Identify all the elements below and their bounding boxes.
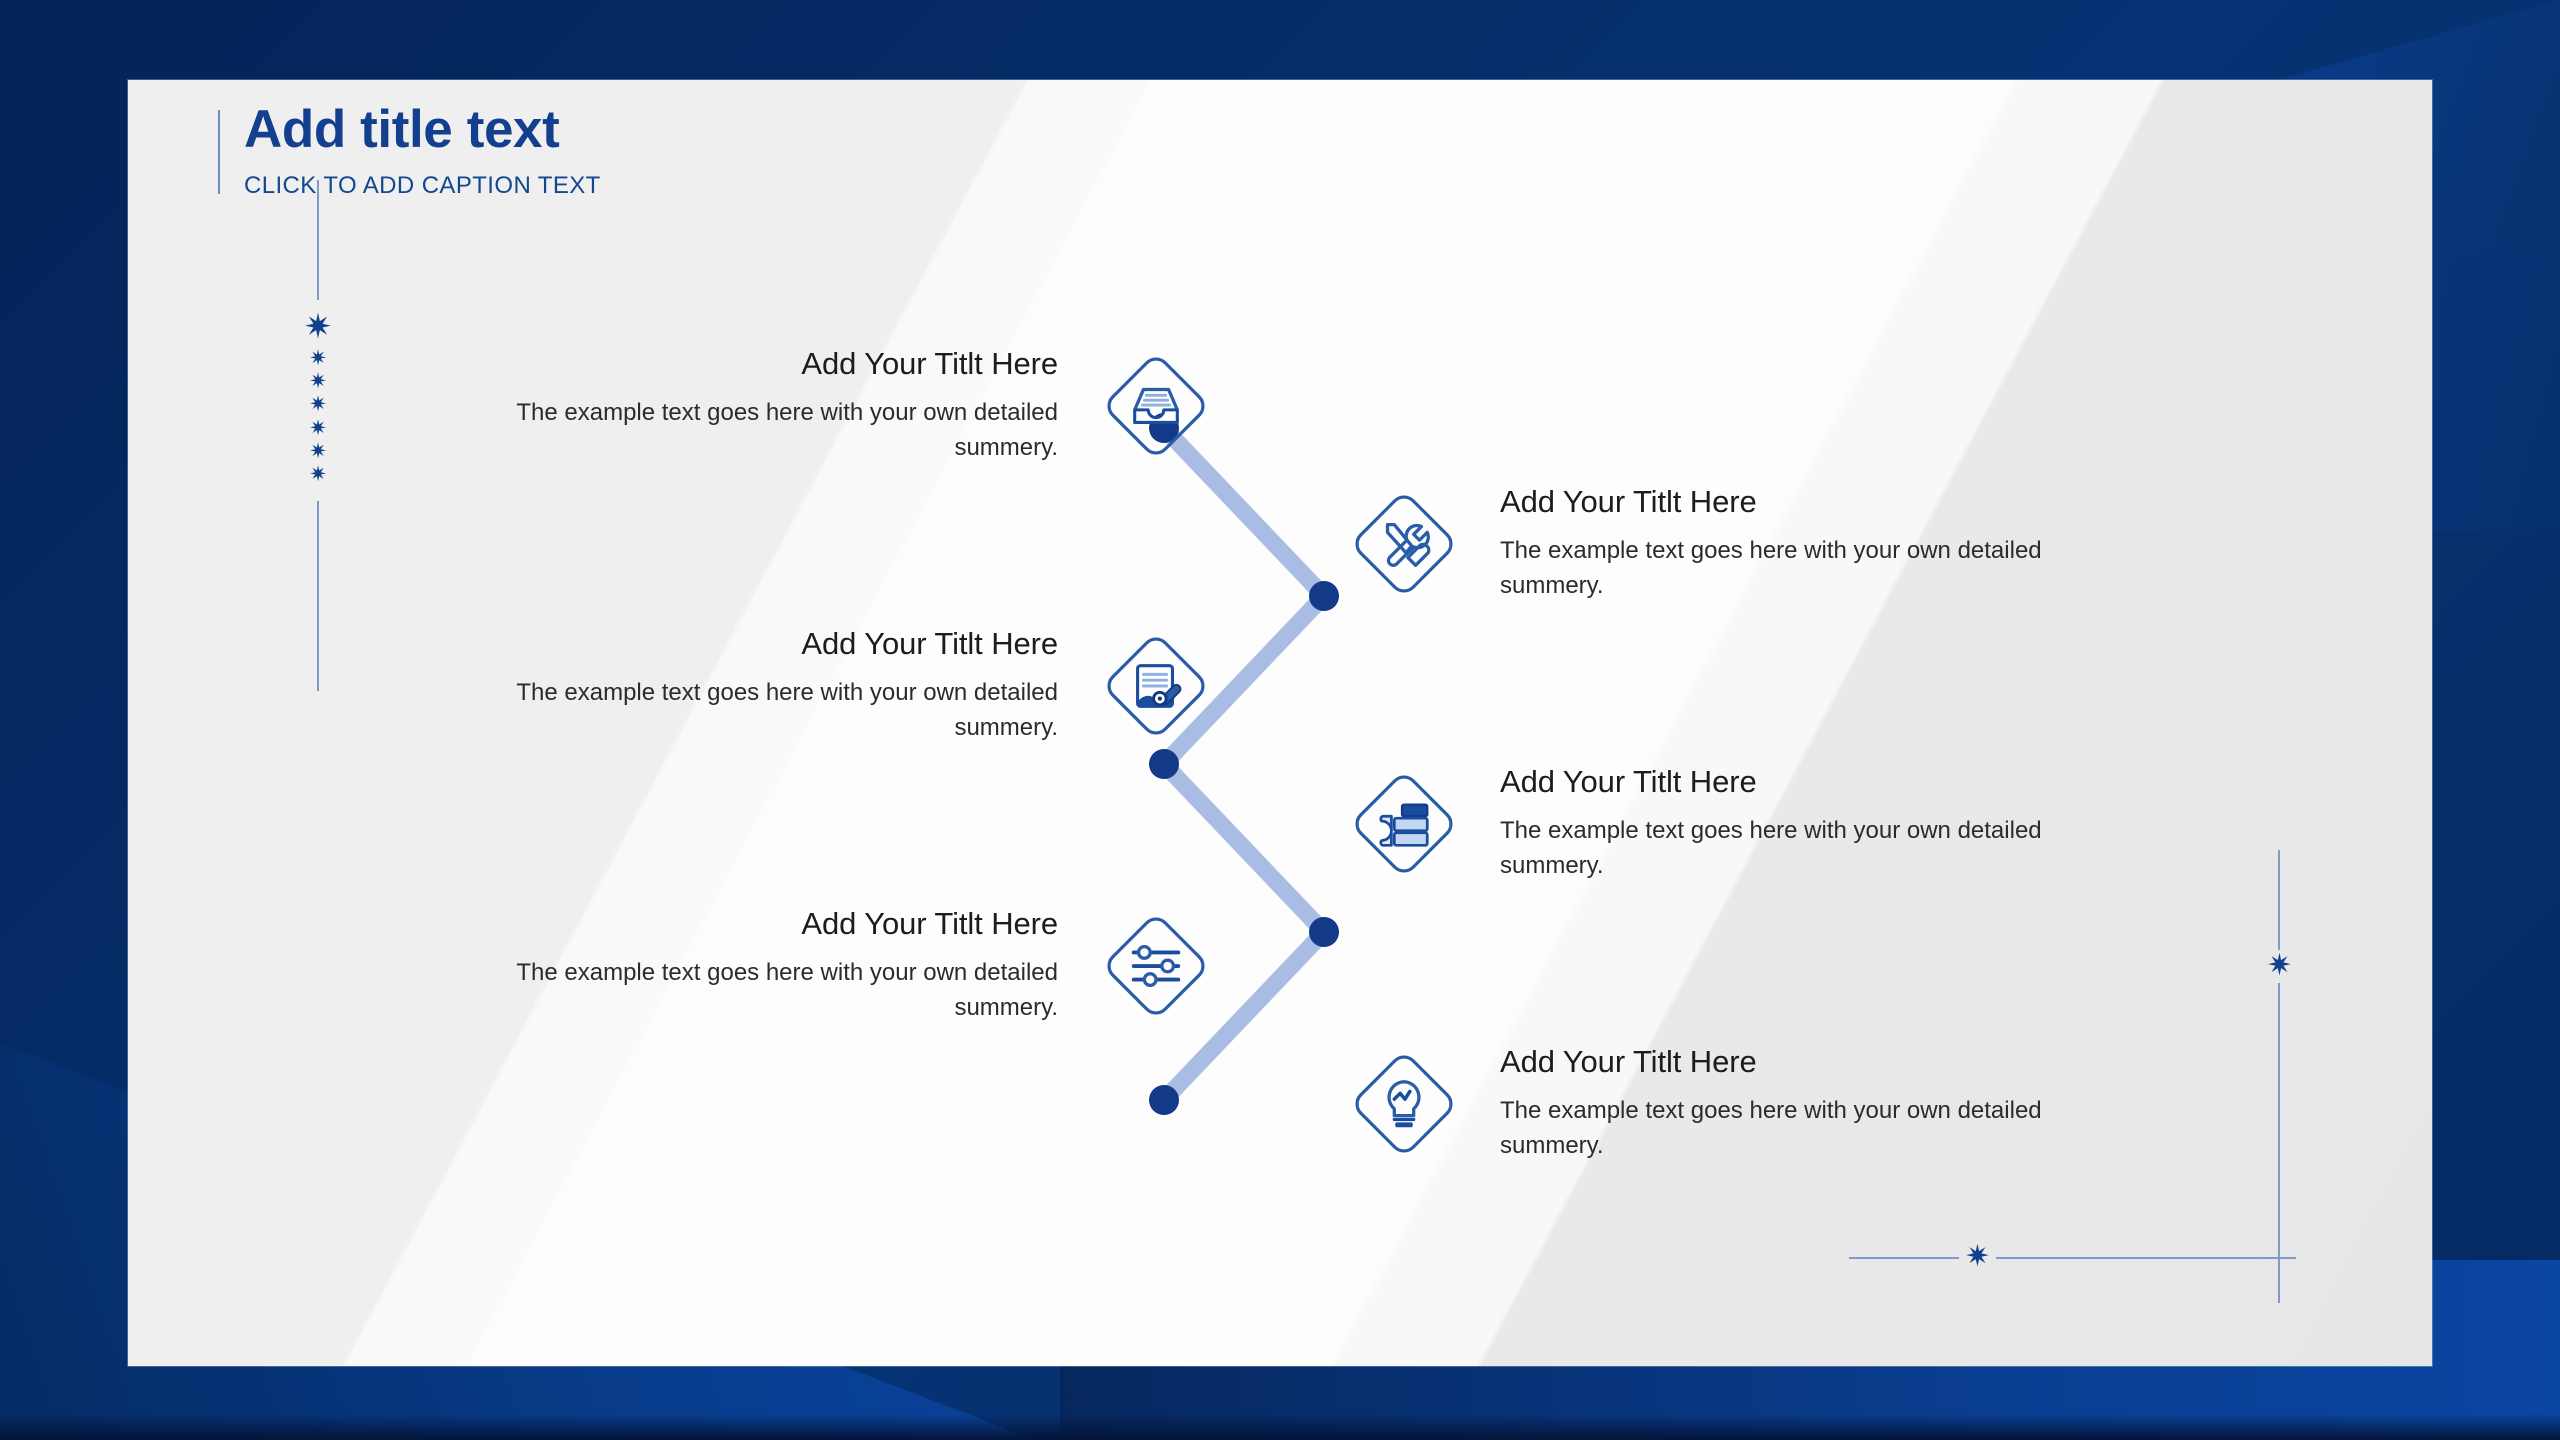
page-title[interactable]: Add title text xyxy=(244,100,560,159)
node-icon-diamond[interactable] xyxy=(1340,480,1468,608)
node-icon-diamond[interactable] xyxy=(1092,622,1220,750)
node-description: The example text goes here with your own… xyxy=(1500,817,2042,879)
background-bottom-edge xyxy=(0,1414,2560,1440)
star-icon: ✷ xyxy=(303,308,333,346)
process-node-6[interactable]: Add Your Titlt Here The example text goe… xyxy=(1340,1040,2100,1168)
bottom-rail-line-right xyxy=(1996,1256,2296,1259)
star-icon: ✷ xyxy=(1964,1240,1990,1274)
diamond-frame xyxy=(1107,637,1205,735)
node-title: Add Your Titlt Here xyxy=(1500,484,1757,520)
process-node-3[interactable]: Add Your Titlt Here The example text goe… xyxy=(458,902,1220,1030)
lightbulb-idea-icon xyxy=(1387,1080,1421,1128)
right-rail-line-top xyxy=(2278,850,2281,950)
star-icon: ✷ xyxy=(2266,949,2292,982)
star-icon: ✷ xyxy=(309,393,327,417)
star-icon: ✷ xyxy=(309,462,327,486)
node-text-block: Add Your Titlt Here The example text goe… xyxy=(1468,1044,2100,1164)
connector-dot xyxy=(1149,1085,1179,1115)
node-icon-diamond[interactable] xyxy=(1340,1040,1468,1168)
node-description: The example text goes here with your own… xyxy=(1500,537,2042,599)
slide-surface: Add title text CLICK TO ADD CAPTION TEXT… xyxy=(128,80,2432,1366)
node-icon-diamond[interactable] xyxy=(1092,902,1220,1030)
connector-dot xyxy=(1309,917,1339,947)
diamond-frame xyxy=(1355,775,1453,873)
process-diagram: Add Your Titlt Here The example text goe… xyxy=(128,80,2432,1366)
node-title: Add Your Titlt Here xyxy=(801,346,1058,382)
star-icon: ✷ xyxy=(309,416,327,440)
settings-sliders-icon xyxy=(1131,944,1181,988)
node-description: The example text goes here with your own… xyxy=(516,679,1058,741)
node-text-block: Add Your Titlt Here The example text goe… xyxy=(458,906,1092,1026)
right-decoration-rail: ✷ xyxy=(2267,850,2292,1303)
node-title: Add Your Titlt Here xyxy=(1500,764,1757,800)
process-node-1[interactable]: Add Your Titlt Here The example text goe… xyxy=(458,342,1220,470)
rail-line-bottom xyxy=(317,501,319,692)
bottom-decoration-rail: ✷ xyxy=(1848,1240,2296,1274)
tools-wrench-screwdriver-icon xyxy=(1385,522,1431,567)
connector-dot xyxy=(1309,581,1339,611)
node-title: Add Your Titlt Here xyxy=(801,906,1058,942)
slide-header: Add title text CLICK TO ADD CAPTION TEXT xyxy=(218,98,601,200)
node-text-block: Add Your Titlt Here The example text goe… xyxy=(458,626,1092,746)
star-icon: ✷ xyxy=(309,439,327,463)
header-text-group: Add title text CLICK TO ADD CAPTION TEXT xyxy=(244,98,601,200)
node-title: Add Your Titlt Here xyxy=(801,626,1058,662)
node-text-block: Add Your Titlt Here The example text goe… xyxy=(458,346,1092,466)
node-text-block: Add Your Titlt Here The example text goe… xyxy=(1468,764,2100,884)
node-text-block: Add Your Titlt Here The example text goe… xyxy=(1468,484,2100,604)
node-description: The example text goes here with your own… xyxy=(1500,1097,2042,1159)
node-icon-diamond[interactable] xyxy=(1092,342,1220,470)
node-description: The example text goes here with your own… xyxy=(516,399,1058,461)
right-rail-line-bottom xyxy=(2278,982,2281,1303)
document-signature-icon xyxy=(1136,664,1182,708)
connector-dot xyxy=(1149,749,1179,779)
star-icon: ✷ xyxy=(309,346,327,370)
process-node-5[interactable]: Add Your Titlt Here The example text goe… xyxy=(1340,760,2100,888)
header-accent-rule xyxy=(218,110,220,195)
books-stack-icon xyxy=(1379,803,1429,847)
diamond-frame xyxy=(1107,357,1205,455)
rail-line-top xyxy=(317,180,319,300)
diamond-frame xyxy=(1107,917,1205,1015)
bottom-rail-line-left xyxy=(1848,1256,1959,1259)
rail-star-cluster: ✷ ✷ ✷ ✷ ✷ ✷ ✷ xyxy=(304,300,333,501)
node-icon-diamond[interactable] xyxy=(1340,760,1468,888)
star-icon: ✷ xyxy=(309,370,327,394)
page-caption[interactable]: CLICK TO ADD CAPTION TEXT xyxy=(244,172,601,200)
node-description: The example text goes here with your own… xyxy=(516,959,1058,1021)
diamond-frame xyxy=(1355,495,1453,593)
node-title: Add Your Titlt Here xyxy=(1500,1044,1757,1080)
left-decoration-rail: ✷ ✷ ✷ ✷ ✷ ✷ ✷ xyxy=(298,180,338,692)
diamond-frame xyxy=(1355,1055,1453,1153)
process-node-4[interactable]: Add Your Titlt Here The example text goe… xyxy=(1340,480,2100,608)
process-node-2[interactable]: Add Your Titlt Here The example text goe… xyxy=(458,622,1220,750)
inbox-tray-icon xyxy=(1133,387,1179,425)
